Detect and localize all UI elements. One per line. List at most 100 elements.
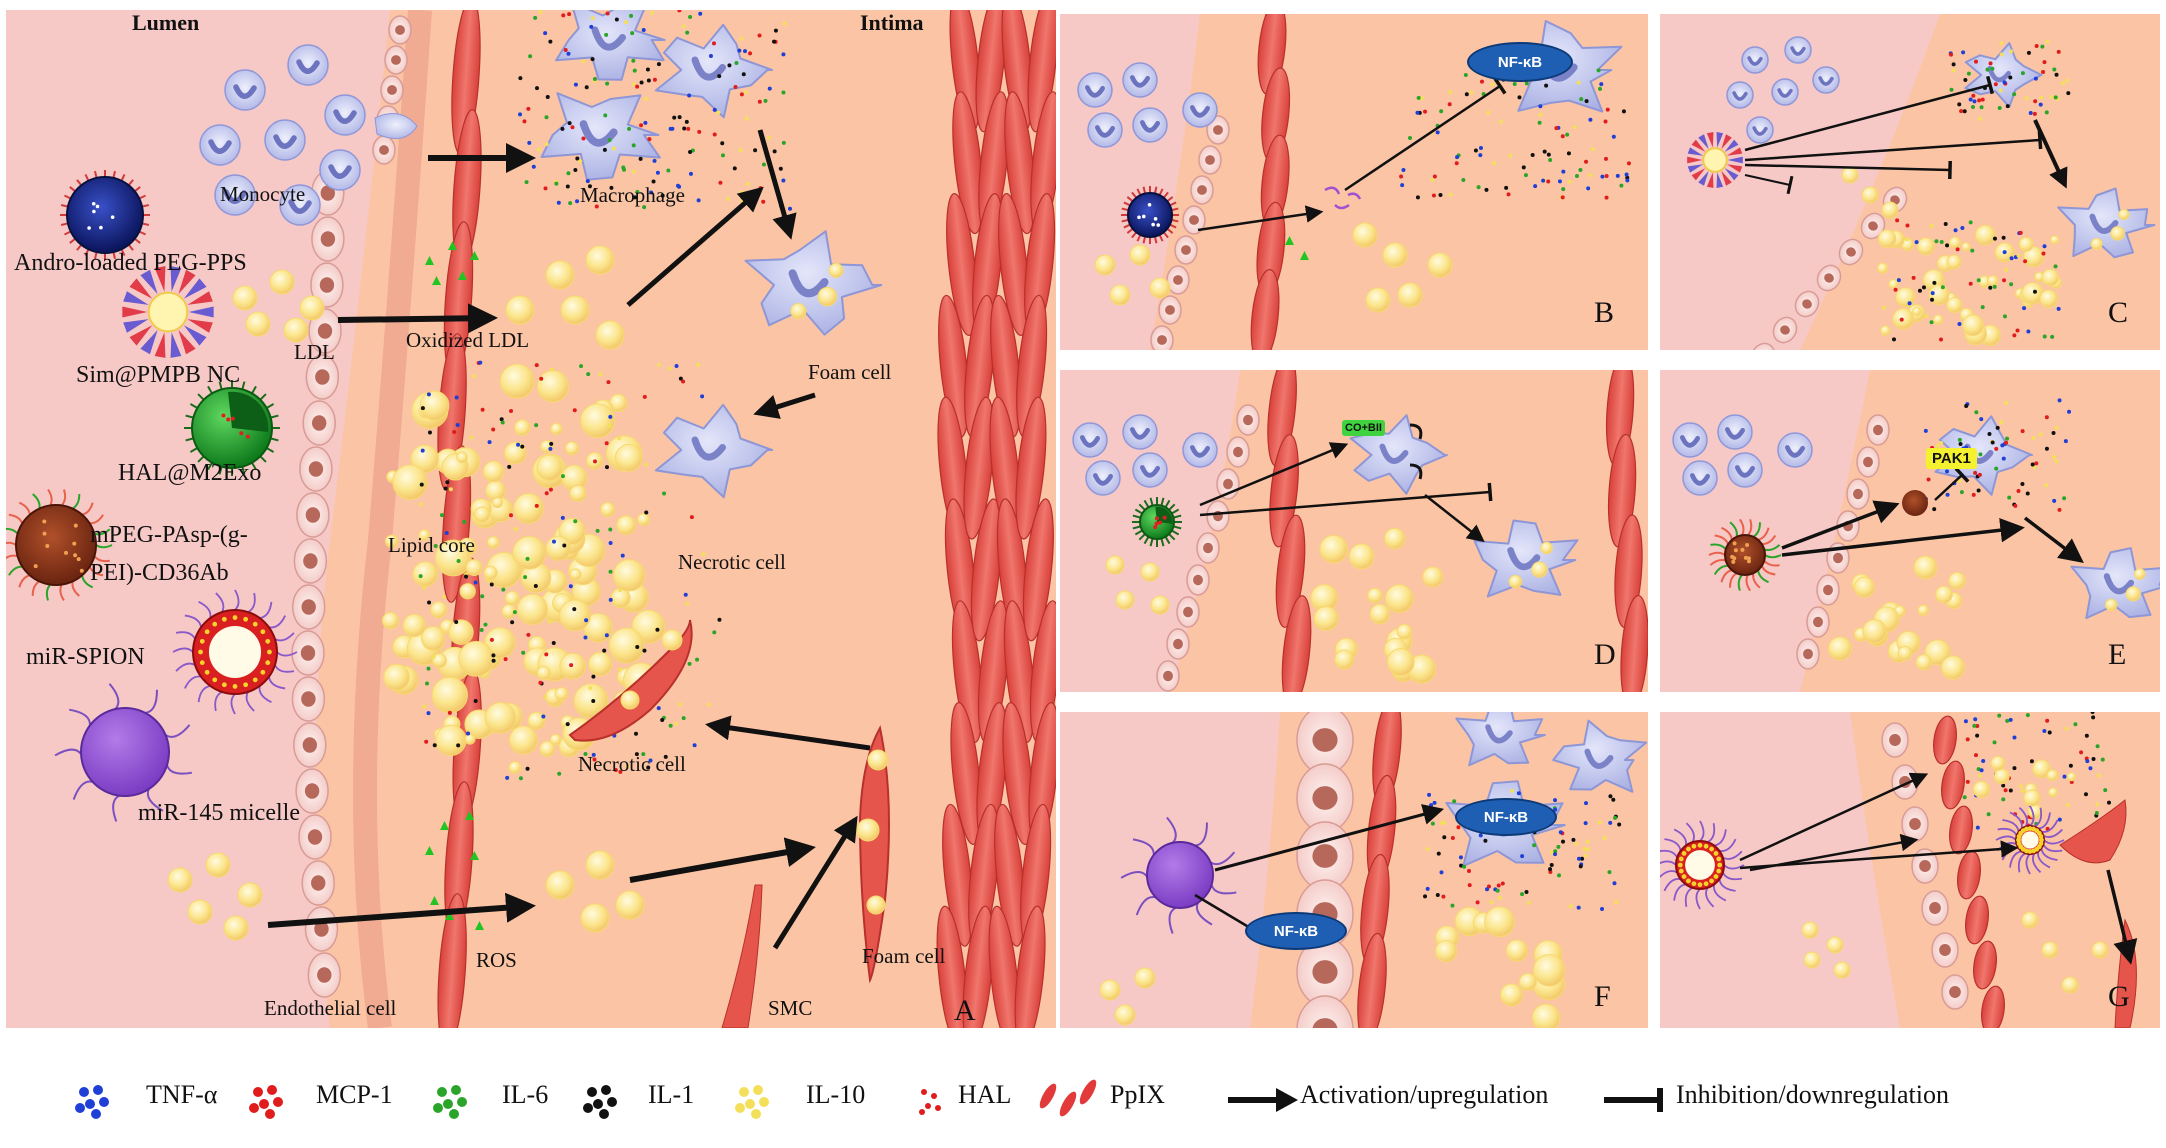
smooth-muscle-cell [1941,760,1965,810]
mirna-strand [268,676,286,690]
cytokine-dot [1455,155,1460,160]
cytokine-dot [647,137,652,142]
cytokine-dot [697,129,702,134]
peg-spike [84,174,90,182]
cytokine-dot [548,39,553,44]
cytokine-dot [632,195,637,200]
peg-spike [1153,186,1158,194]
peg-spike [138,230,146,236]
cytokine-dot [1496,883,1501,888]
cytokine-dot [2032,111,2037,116]
exosome-spike [1132,525,1141,530]
lipid-droplet [232,285,258,311]
core-speck [73,523,78,528]
cytokine-dot [746,181,751,186]
cytokine-dot [1985,67,1990,72]
lipid-droplet [485,480,506,501]
cytokine-dot [685,30,690,35]
peg-spike [1131,231,1138,239]
cytokine-dot [568,201,573,206]
cytokine-dot [1975,733,1980,738]
panel-f [1060,712,1648,1028]
cytokine-dot [1977,472,1982,477]
endothelial-nucleus [307,829,323,845]
cytokine-dot [1546,152,1551,157]
smooth-muscle-cell [437,893,467,1028]
cytokine-dot [717,617,722,622]
polymer-chain [6,527,19,535]
activation-arrow [337,303,498,334]
mirna-strand [2002,819,2020,832]
lipid-droplet [392,464,428,500]
lipid-droplet [1877,262,1889,274]
endothelial-nucleus [317,967,332,983]
activation-arrowhead [1276,1088,1298,1112]
lipid-droplet [1974,224,1996,246]
cytokine-dot [1963,719,1968,724]
exosome-spike [1149,538,1154,547]
lipid-droplet [1933,314,1944,325]
cytokine-dot [1981,759,1986,764]
cytokine-dot [1939,337,1944,342]
iron-dot [204,669,210,675]
mcp1-symbol [249,1103,259,1113]
cytokine-dot [503,657,508,662]
endothelial-nucleus [1803,648,1813,660]
cytokine-dot [1990,440,1995,445]
peg-spike [127,244,134,251]
endothelial-nucleus [1312,728,1338,752]
exosome-cut [1155,506,1173,524]
sim-petal [187,319,213,333]
mpeg-label-line2: PEI)-CD36Ab [90,560,229,586]
cytokine-dot [566,51,571,56]
smooth-muscle-cell [1022,498,1054,642]
cytokine-dot [2088,766,2093,771]
cytokine-dot [2042,728,2047,733]
exosome-spike [1143,499,1150,508]
cytokine-dot [621,165,626,170]
cytokine-dot [2009,256,2014,261]
lipid-droplet [1935,585,1953,604]
cytokine-dot [573,82,578,87]
nfkb-badge: NF-κB [1245,912,1347,950]
cytokine-dot [2001,235,2006,240]
cytokine-dot [1972,723,1977,728]
cytokine-dot [512,610,517,615]
micelle-tail [1195,902,1213,926]
cytokine-dot [1484,187,1489,192]
cytokine-dot [2062,774,2067,779]
monocyte-nucleus [1724,427,1746,440]
sim-petal [183,278,207,299]
lipid-droplet [536,454,563,481]
lipid-droplet [473,506,491,523]
cytokine-dot [604,441,609,446]
cytokine-dot [1485,887,1490,892]
endothelial-nucleus [319,277,335,293]
iron-dot [212,621,218,627]
lipid-droplet [269,269,295,295]
cytokine-dot [1611,797,1616,802]
lipid-droplet [223,915,249,941]
macrophage-cell [1964,42,2043,108]
lumen-label: Lumen [132,10,200,35]
sim-petal [1706,132,1714,148]
cytokine-dot [701,552,706,557]
endothelial-nucleus [1233,446,1243,458]
peg-spike [1166,196,1174,203]
drug-speck [1151,222,1155,227]
core-speck [73,553,78,558]
drug-speck [99,225,103,230]
cytokine-dot [1999,420,2004,425]
cytokine-dot [1438,193,1443,198]
cytokine-dot [1508,153,1513,158]
lipid-droplet [608,627,645,664]
cytokine-dot [618,588,623,593]
cytokine-dot [620,553,625,558]
cytokine-dot [662,491,667,496]
lipid-droplet [2041,941,2059,959]
cytokine-dot [1565,132,1570,137]
cytokine-dot [2044,110,2049,115]
cytokine-dot [753,148,758,153]
cytokine-dot [2001,456,2006,461]
cytokine-dot [1479,79,1484,84]
